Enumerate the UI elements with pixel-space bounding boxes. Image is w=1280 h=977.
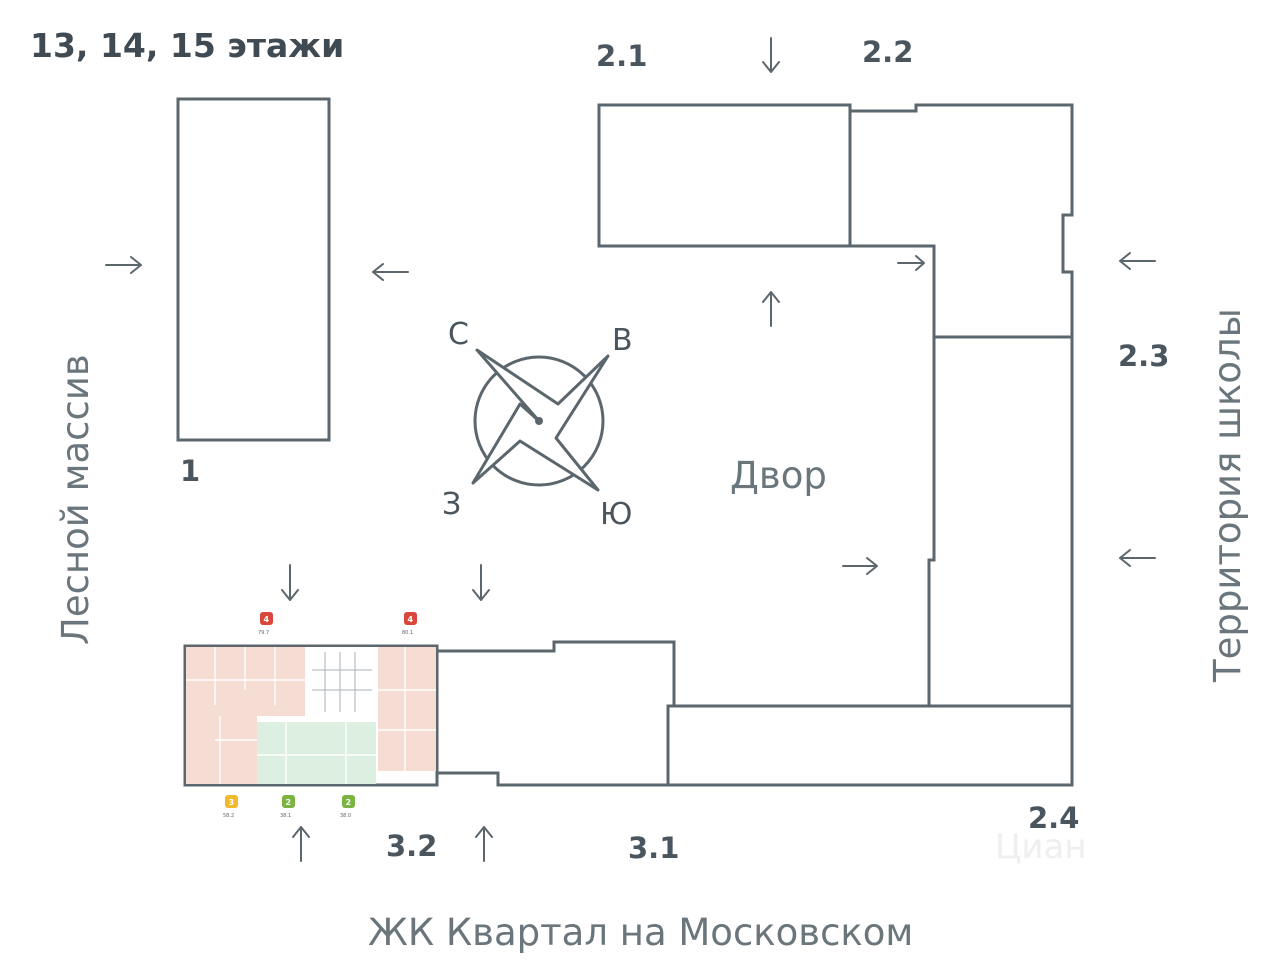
apartment-4-rooms-right [378, 647, 436, 771]
building-2-4 [666, 704, 1074, 787]
arrow-up-bottom-left [292, 826, 310, 862]
unit-badge-4-right-area: 80.1 [402, 630, 413, 636]
complex-label: ЖК Квартал на Московском [368, 911, 913, 954]
arrow-up-bottom-center [475, 826, 493, 862]
building-3-1-label: 3.1 [628, 831, 679, 865]
building-1-label: 1 [180, 454, 200, 488]
arrow-right-forest [105, 256, 142, 274]
room-partitions [186, 647, 436, 784]
building-2-4-label: 2.4 [1028, 801, 1079, 835]
arrow-up-yard [762, 291, 780, 327]
unit-badge-4-left-area: 79.7 [258, 630, 269, 636]
arrow-left-school-top [1119, 252, 1156, 270]
stair-lines [312, 652, 372, 712]
arrow-down-top [762, 37, 780, 73]
compass-east: В [612, 323, 633, 358]
building-2-3-label: 2.3 [1118, 339, 1169, 373]
unit-badge-3-area: 58.2 [223, 813, 234, 819]
compass-south: Ю [600, 497, 632, 532]
unit-badge-2-a: 2 38.1 [280, 795, 295, 819]
arrow-left-building-1 [372, 263, 409, 281]
unit-badge-3-rooms: 3 [229, 798, 235, 807]
apartment-3-rooms [186, 716, 257, 784]
unit-badge-3: 3 58.2 [223, 795, 238, 819]
unit-badge-4-left: 4 79.7 [258, 612, 273, 636]
unit-badge-4-left-marker [260, 612, 273, 625]
building-3-1 [435, 640, 676, 787]
building-2-2 [848, 103, 1074, 339]
compass-center [535, 417, 543, 425]
unit-badge-2-b-rooms: 2 [346, 798, 352, 807]
arrow-right-corner [897, 255, 925, 271]
compass-west: З [442, 487, 461, 522]
building-3-2 [183, 644, 439, 787]
unit-badge-4-left-rooms: 4 [264, 615, 270, 624]
school-label: Территория школы [1206, 308, 1249, 683]
unit-badge-4-right: 4 80.1 [402, 612, 417, 636]
unit-badge-3-marker [225, 795, 238, 808]
arrow-down-left [281, 564, 299, 601]
forest-label: Лесной массив [54, 354, 97, 645]
unit-badge-2-a-rooms: 2 [286, 798, 292, 807]
compass-ring [473, 355, 605, 487]
building-2-2-label: 2.2 [862, 35, 913, 69]
arrow-down-center [472, 564, 490, 601]
stair-core [305, 647, 378, 722]
unit-badge-2-a-marker [282, 795, 295, 808]
unit-badge-2-b-area: 38.0 [340, 813, 351, 819]
building-2-1 [597, 103, 852, 248]
arrow-right-yard [842, 557, 878, 575]
building-1 [176, 97, 331, 442]
unit-badge-4-right-marker [404, 612, 417, 625]
watermark-logo: Циан [995, 827, 1087, 867]
unit-badge-4-right-rooms: 4 [408, 615, 414, 624]
unit-badge-2-a-area: 38.1 [280, 813, 291, 819]
unit-badge-2-b: 2 38.0 [340, 795, 355, 819]
page-title: 13, 14, 15 этажи [30, 26, 344, 65]
building-2-1-label: 2.1 [596, 39, 647, 73]
arrow-left-school-bottom [1119, 549, 1156, 567]
building-2-3 [927, 335, 1074, 708]
unit-badge-2-b-marker [342, 795, 355, 808]
compass: С В Ю З [442, 317, 633, 532]
building-3-2-label: 3.2 [386, 829, 437, 863]
yard-label: Двор [730, 454, 827, 497]
compass-north: С [448, 317, 469, 352]
